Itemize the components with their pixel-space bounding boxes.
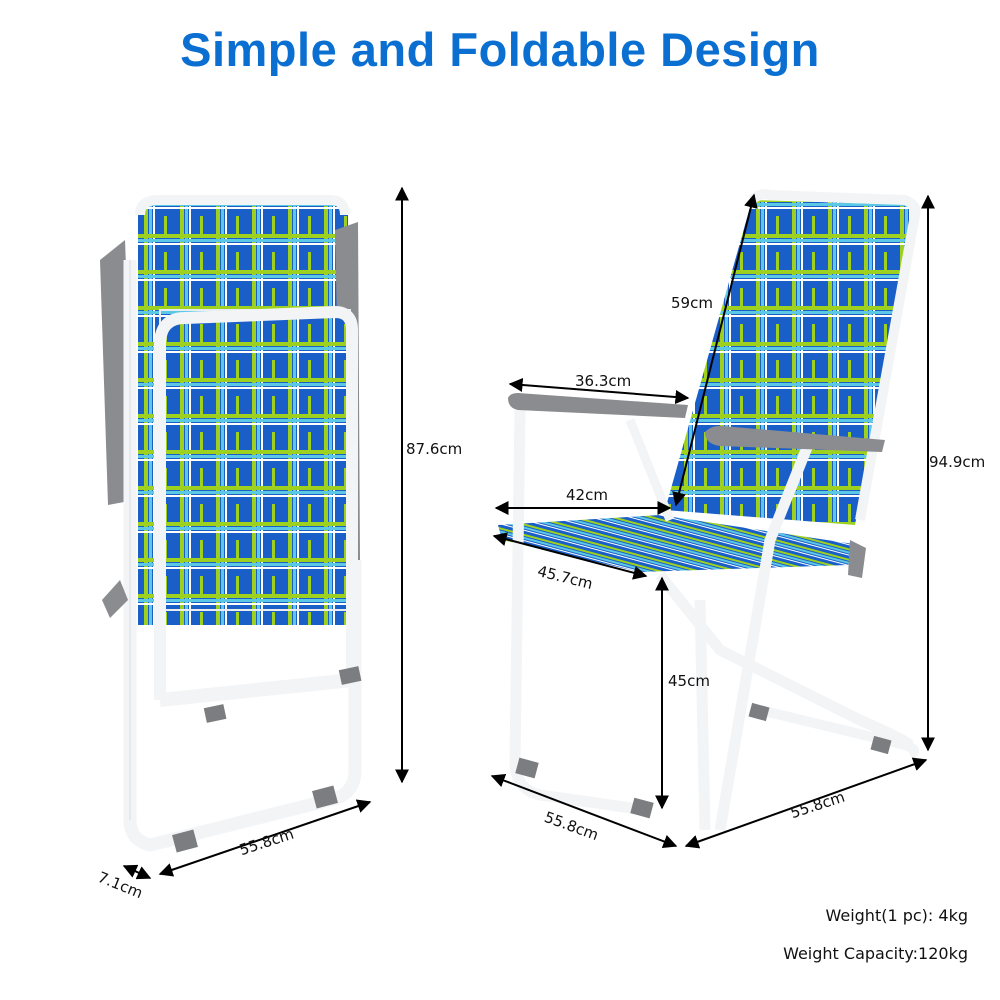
- folded-height-label: 87.6cm: [406, 440, 463, 458]
- capacity-spec: Weight Capacity:120kg: [783, 944, 968, 963]
- seat-height-label: 45cm: [668, 672, 710, 690]
- seat-width-label: 42cm: [566, 486, 608, 504]
- total-height-label: 94.9cm: [929, 453, 986, 471]
- weight-spec: Weight(1 pc): 4kg: [825, 906, 968, 925]
- dimension-arrows: [122, 186, 935, 880]
- folded-chair: [100, 195, 362, 853]
- armrest-length-label: 36.3cm: [575, 372, 632, 390]
- open-chair: [498, 189, 921, 831]
- page-title: Simple and Foldable Design: [180, 23, 820, 76]
- backrest-length-label: 59cm: [671, 294, 713, 312]
